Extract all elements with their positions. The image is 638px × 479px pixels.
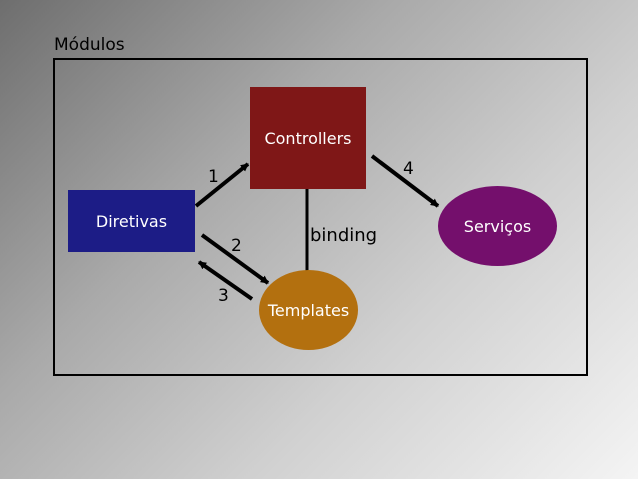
node-diretivas-label: Diretivas bbox=[95, 211, 168, 231]
edge-label-3: 3 bbox=[218, 286, 229, 306]
modules-container bbox=[53, 58, 588, 376]
modules-container-label: Módulos bbox=[54, 35, 125, 55]
arrow-2-diretivas-to-templates bbox=[200, 233, 270, 285]
edge-label-4: 4 bbox=[403, 159, 414, 179]
node-templates-label: Templates bbox=[267, 300, 350, 320]
edge-label-binding: binding bbox=[310, 225, 378, 246]
node-controllers-label: Controllers bbox=[264, 128, 352, 148]
node-controllers: Controllers bbox=[250, 87, 366, 189]
edge-label-1: 1 bbox=[208, 167, 219, 187]
arrow-3-templates-to-diretivas bbox=[197, 260, 254, 301]
node-templates: Templates bbox=[259, 270, 358, 350]
arrow-1-diretivas-to-controllers bbox=[194, 162, 250, 208]
node-servicos-label: Serviços bbox=[463, 216, 532, 236]
node-diretivas: Diretivas bbox=[68, 190, 195, 252]
node-servicos: Serviços bbox=[438, 186, 557, 266]
edge-label-2: 2 bbox=[231, 236, 242, 256]
arrow-4-controllers-to-servicos bbox=[370, 154, 440, 208]
